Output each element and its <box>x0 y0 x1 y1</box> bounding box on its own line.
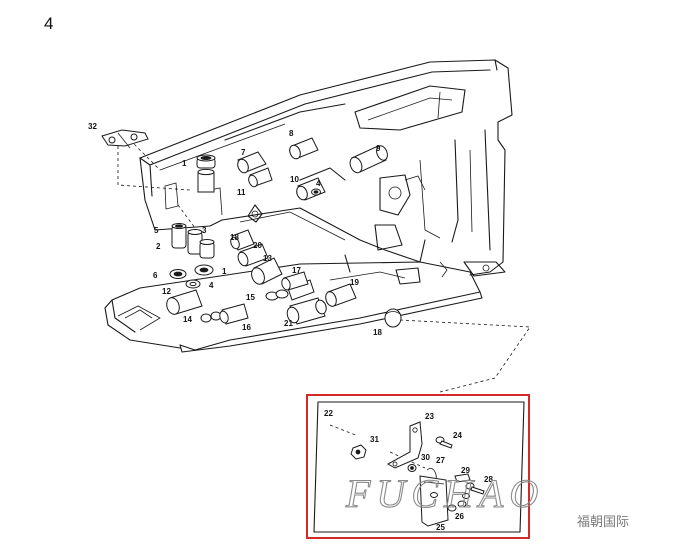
bracket-32 <box>101 129 149 149</box>
screw-29 <box>454 473 471 483</box>
shaft-21 <box>286 297 327 325</box>
bushing-9 <box>349 145 388 174</box>
callout-8: 8 <box>289 129 294 138</box>
screw-24 <box>435 436 453 449</box>
bushing-17 <box>281 271 309 291</box>
lever-23 <box>386 421 423 469</box>
callout-20: 20 <box>253 241 262 250</box>
bushing-parts <box>101 129 402 328</box>
callout-4-lower: 4 <box>209 281 214 290</box>
bushing-12 <box>166 289 203 315</box>
bushing-13 <box>251 257 283 285</box>
page-number: 4 <box>44 14 53 33</box>
callout-27: 27 <box>436 456 445 465</box>
bushing-18-upper <box>230 229 255 251</box>
callout-16: 16 <box>242 323 251 332</box>
callout-14: 14 <box>183 315 192 324</box>
callout-24: 24 <box>453 431 462 440</box>
nut-31 <box>350 444 367 460</box>
callout-15: 15 <box>246 293 255 302</box>
watermark-chinese: 福朝国际 <box>577 515 629 530</box>
bushing-19 <box>325 283 357 307</box>
bushing-5 <box>171 223 187 249</box>
callout-31: 31 <box>370 435 379 444</box>
callout-2: 2 <box>156 242 161 251</box>
bushing-15 <box>265 279 315 301</box>
collar-4 <box>185 279 201 289</box>
callout-30: 30 <box>421 453 430 462</box>
callout-19: 19 <box>350 278 359 287</box>
inset-panel <box>313 401 525 533</box>
collar-1 <box>194 264 214 276</box>
callout-26: 26 <box>455 512 464 521</box>
machine-bed-casting <box>104 59 513 353</box>
callout-6: 6 <box>153 271 158 280</box>
bushing-8 <box>289 137 319 160</box>
callout-4-upper: 4 <box>316 179 321 188</box>
bushing-3 <box>187 229 215 259</box>
callout-25: 25 <box>436 523 445 532</box>
rod-11 <box>197 168 215 193</box>
washer-30 <box>407 464 417 472</box>
screw-26 <box>447 493 470 512</box>
callout-1: 1 <box>182 159 187 168</box>
callout-9: 9 <box>376 144 381 153</box>
callout-23: 23 <box>425 412 434 421</box>
callout-29: 29 <box>461 466 470 475</box>
callout-1-lower: 1 <box>222 267 227 276</box>
callout-18-lower: 18 <box>373 328 382 337</box>
callout-12: 12 <box>162 287 171 296</box>
plug-18-lower <box>384 308 402 328</box>
callout-17: 17 <box>292 266 301 275</box>
callout-7: 7 <box>241 148 246 157</box>
callout-32: 32 <box>88 122 97 131</box>
screw-28 <box>465 482 485 495</box>
collar-14 <box>200 303 249 325</box>
callout-11: 11 <box>237 188 246 197</box>
bushing-10 <box>296 177 326 201</box>
callout-18-upper: 18 <box>230 233 239 242</box>
plate-25 <box>419 475 449 527</box>
callout-21: 21 <box>284 319 293 328</box>
highlight-box <box>306 394 530 539</box>
callout-13: 13 <box>263 254 272 263</box>
callout-22: 22 <box>324 409 333 418</box>
callout-5: 5 <box>154 226 159 235</box>
callout-labels: 32 1 7 8 9 10 4 11 5 3 2 18 20 13 6 1 4 … <box>88 122 493 532</box>
callout-28: 28 <box>484 475 493 484</box>
bushing-1-top <box>196 154 216 169</box>
bushing-20 <box>237 243 269 267</box>
callout-10: 10 <box>290 175 299 184</box>
bushing-7 <box>237 151 273 188</box>
collar-6 <box>169 269 187 279</box>
watermark-latin: FUCHAO <box>345 471 544 516</box>
callout-3: 3 <box>202 226 207 235</box>
